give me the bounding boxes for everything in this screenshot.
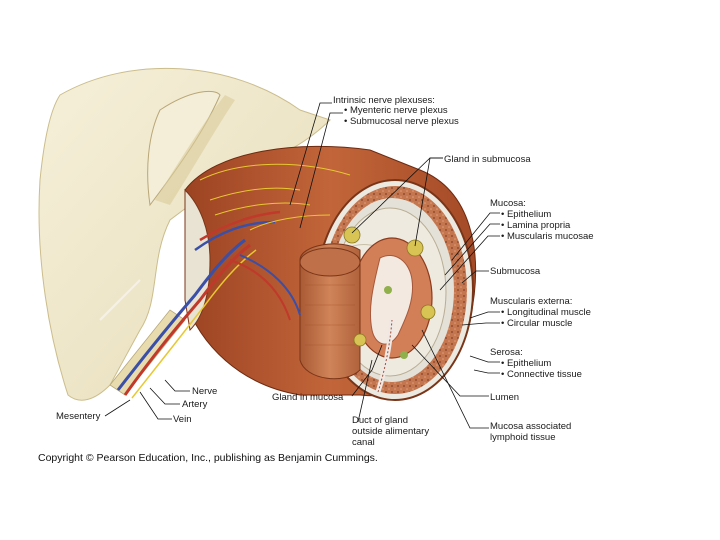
- label-submucosal-plexus: • Submucosal nerve plexus: [344, 116, 459, 127]
- label-serosa-epithelium: • Epithelium: [501, 358, 551, 369]
- label-lumen: Lumen: [490, 392, 519, 403]
- label-gland-mucosa: Gland in mucosa: [272, 392, 344, 403]
- copyright-text: Copyright © Pearson Education, Inc., pub…: [38, 452, 378, 464]
- leader-lines: [104, 102, 500, 429]
- label-duct: Duct of gland outside alimentary canal: [352, 415, 430, 448]
- label-serosa-title: Serosa:: [490, 347, 523, 358]
- label-muscularis-mucosae: • Muscularis mucosae: [501, 231, 594, 242]
- label-lamina-propria: • Lamina propria: [501, 220, 571, 231]
- vessels-and-nerves: [99, 187, 331, 399]
- label-longitudinal: • Longitudinal muscle: [501, 307, 591, 318]
- label-nerve: Nerve: [192, 386, 217, 397]
- labels: Intrinsic nerve plexuses: • Myenteric ne…: [56, 95, 594, 425]
- mucosa-tube: [299, 243, 361, 380]
- label-mesentery: Mesentery: [56, 411, 101, 422]
- label-muscularis-externa-title: Muscularis externa:: [490, 296, 572, 307]
- label-intrinsic-title: Intrinsic nerve plexuses:: [333, 95, 435, 106]
- label-myenteric: • Myenteric nerve plexus: [344, 105, 448, 116]
- mucosa-layer: [351, 237, 433, 359]
- label-submucosa: Submucosa: [490, 266, 541, 277]
- label-malt: Mucosa associated lymphoid tissue: [490, 421, 572, 443]
- label-mucosa-epithelium: • Epithelium: [501, 209, 551, 220]
- label-artery: Artery: [182, 399, 208, 410]
- label-mucosa-title: Mucosa:: [490, 198, 526, 209]
- label-circular: • Circular muscle: [501, 318, 572, 329]
- glands: [343, 226, 436, 359]
- label-gland-submucosa: Gland in submucosa: [444, 154, 531, 165]
- label-connective: • Connective tissue: [501, 369, 582, 380]
- label-vein: Vein: [173, 414, 192, 425]
